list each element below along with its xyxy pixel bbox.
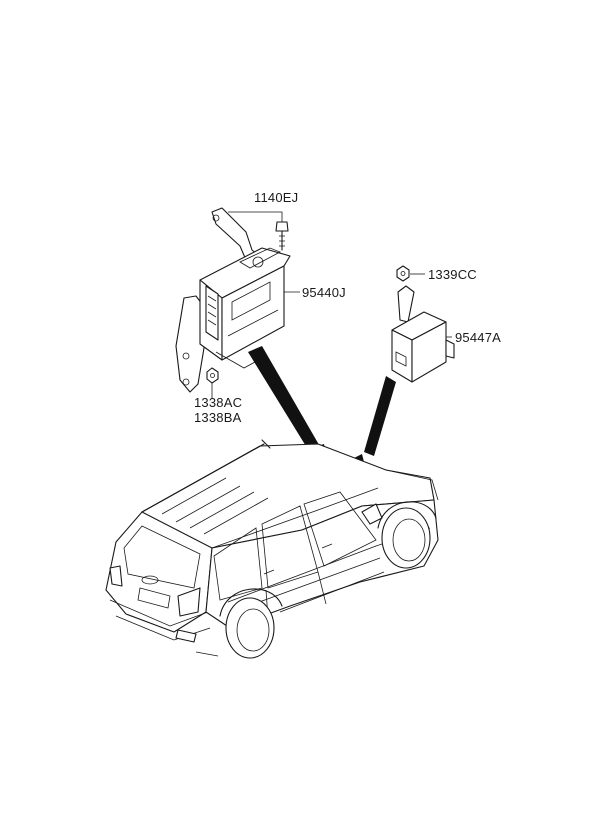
callout-ecu-95440j: 95440J [302,285,346,300]
callout-nut-1339cc: 1339CC [428,267,477,282]
ecu-assembly [175,207,291,393]
nut-icon [396,265,410,282]
callout-module-95447a: 95447A [455,330,502,345]
vehicle-illustration [105,439,439,659]
callout-bolt-1140ej: 1140EJ [254,190,299,205]
fastener-icon [206,367,219,384]
control-module [391,285,455,383]
callout-fastener-1338ac: 1338AC [194,395,243,410]
callout-fastener-1338ba: 1338BA [194,410,242,425]
bolt-icon [275,221,289,251]
